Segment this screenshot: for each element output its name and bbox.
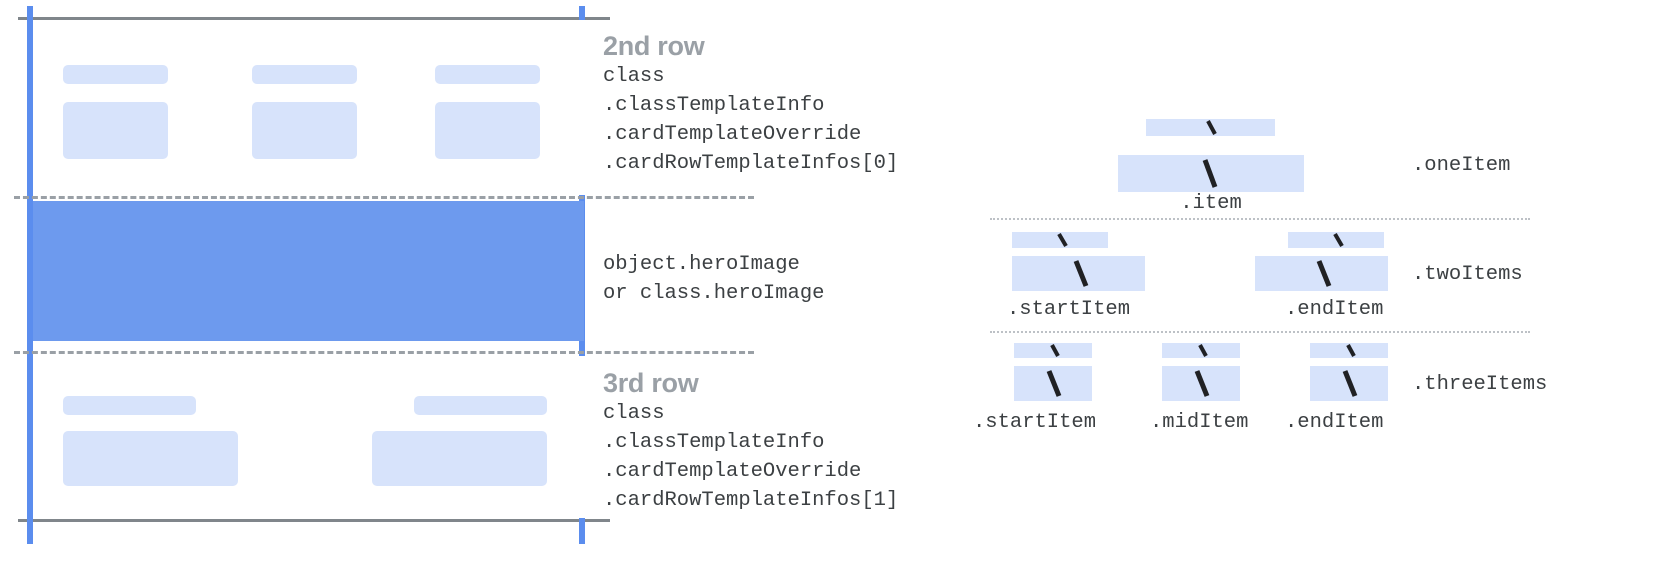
two-items-slot-label-start: .startItem xyxy=(1007,298,1131,321)
one-two-separator xyxy=(990,218,1530,220)
annotation-third-row: 3rd row class .classTemplateInfo .cardTe… xyxy=(603,367,898,515)
three-items-start-label-chip xyxy=(1014,343,1092,358)
row2-value-chip-2 xyxy=(252,102,357,159)
two-three-separator xyxy=(990,331,1530,333)
two-items-end-label-chip xyxy=(1288,232,1384,248)
row3-label-chip-2 xyxy=(414,396,547,415)
two-items-start-value-chip xyxy=(1012,256,1145,291)
three-items-mid-label-chip xyxy=(1162,343,1240,358)
hero-image-band xyxy=(33,201,584,341)
annotation-third-row-code: class .classTemplateInfo .cardTemplateOv… xyxy=(603,402,899,512)
card-mock-panel xyxy=(0,0,754,584)
one-item-label-chip xyxy=(1146,119,1275,136)
row2-label-chip-3 xyxy=(435,65,540,84)
two-items-start-label-chip xyxy=(1012,232,1108,248)
three-items-slot-label-mid: .midItem xyxy=(1150,411,1249,434)
one-item-value-chip xyxy=(1118,155,1304,192)
divider-below-hero xyxy=(14,351,754,354)
two-items-group-label: .twoItems xyxy=(1412,263,1523,286)
row2-label-chip-1 xyxy=(63,65,168,84)
one-item-slot-label-item: .item xyxy=(1180,192,1242,215)
divider-above-hero xyxy=(14,196,754,199)
card-left-guide xyxy=(27,6,33,544)
three-items-mid-value-chip xyxy=(1162,366,1240,401)
three-items-start-value-chip xyxy=(1014,366,1092,401)
three-items-end-label-chip xyxy=(1310,343,1388,358)
row3-label-chip-1 xyxy=(63,396,196,415)
annotation-second-row-code: class .classTemplateInfo .cardTemplateOv… xyxy=(603,65,899,175)
annotation-second-row-heading: 2nd row xyxy=(603,31,705,61)
card-top-rule xyxy=(18,17,610,20)
three-items-slot-label-start: .startItem xyxy=(973,411,1097,434)
one-item-group-label: .oneItem xyxy=(1412,154,1511,177)
row2-label-chip-2 xyxy=(252,65,357,84)
annotation-hero-image-code: object.heroImage or class.heroImage xyxy=(603,253,825,305)
row3-value-chip-1 xyxy=(63,431,238,486)
annotation-second-row: 2nd row class .classTemplateInfo .cardTe… xyxy=(603,30,898,178)
row2-value-chip-1 xyxy=(63,102,168,159)
card-bottom-rule xyxy=(18,519,610,522)
three-items-end-value-chip xyxy=(1310,366,1388,401)
three-items-group-label: .threeItems xyxy=(1412,373,1548,396)
annotation-hero-image: object.heroImage or class.heroImage xyxy=(603,250,824,308)
row2-value-chip-3 xyxy=(435,102,540,159)
two-items-slot-label-end: .endItem xyxy=(1285,298,1384,321)
three-items-slot-label-end: .endItem xyxy=(1285,411,1384,434)
row3-value-chip-2 xyxy=(372,431,547,486)
two-items-end-value-chip xyxy=(1255,256,1388,291)
annotation-third-row-heading: 3rd row xyxy=(603,368,699,398)
